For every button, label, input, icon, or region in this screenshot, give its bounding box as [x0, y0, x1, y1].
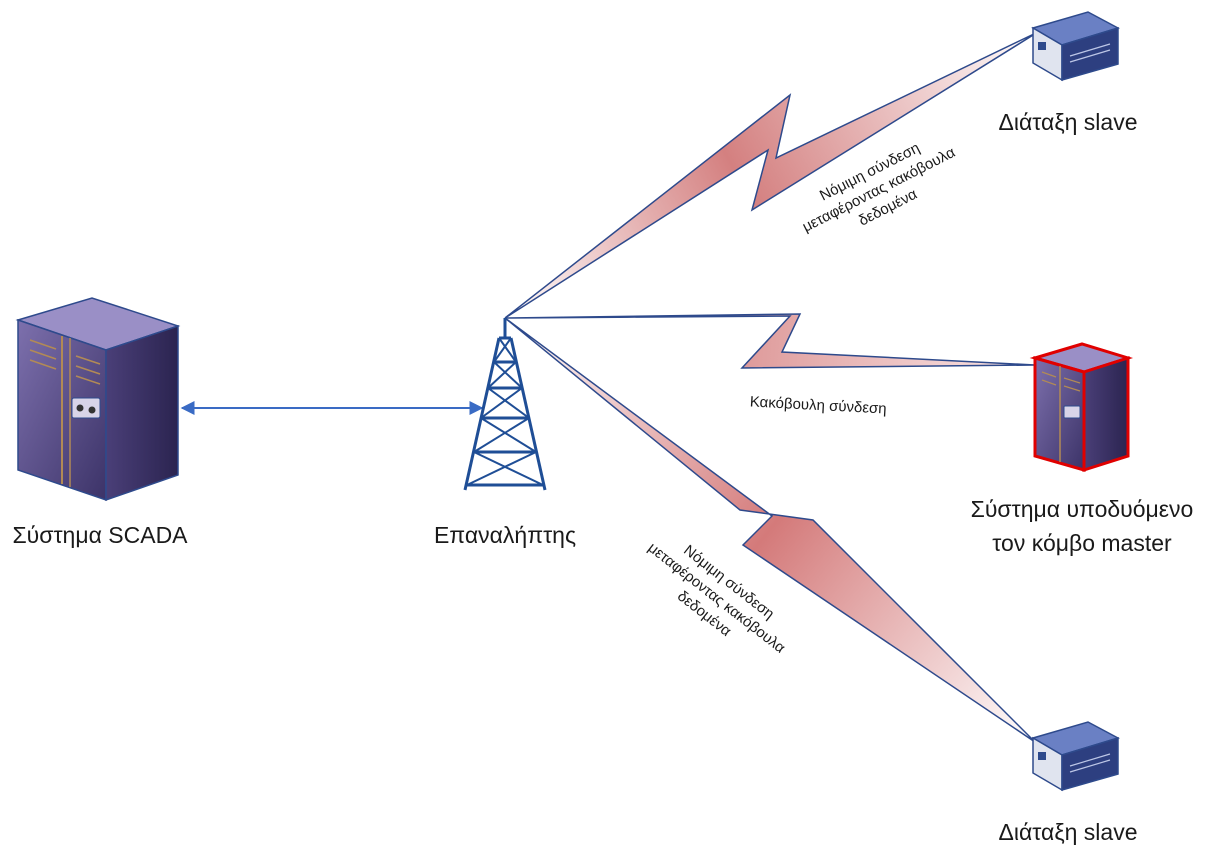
scada-label: Σύστημα SCADA — [12, 522, 188, 548]
link-middle — [504, 313, 1036, 369]
fake-master-server-icon — [1029, 342, 1134, 473]
repeater-label: Επαναλήπτης — [434, 522, 576, 548]
slave-device-bottom-icon — [1031, 721, 1120, 792]
link-middle-label: Κακόβουλη σύνδεση — [749, 393, 887, 417]
slave-bottom-label: Διάταξη slave — [999, 819, 1138, 845]
link-top — [504, 31, 1039, 319]
slave-top-label: Διάταξη slave — [999, 109, 1138, 135]
lightning-bolt-bottom — [504, 317, 1036, 743]
fake-master-label-line1: Σύστημα υποδυόμενο — [971, 496, 1194, 522]
lightning-bolt-top — [504, 31, 1039, 319]
fake-master-label-line2: τον κόμβο master — [992, 530, 1172, 556]
slave-device-top-icon — [1031, 11, 1120, 82]
link-bottom — [504, 317, 1036, 743]
lightning-bolt-middle — [504, 313, 1036, 369]
radio-tower-icon — [463, 318, 547, 491]
scada-server-icon — [15, 297, 181, 502]
